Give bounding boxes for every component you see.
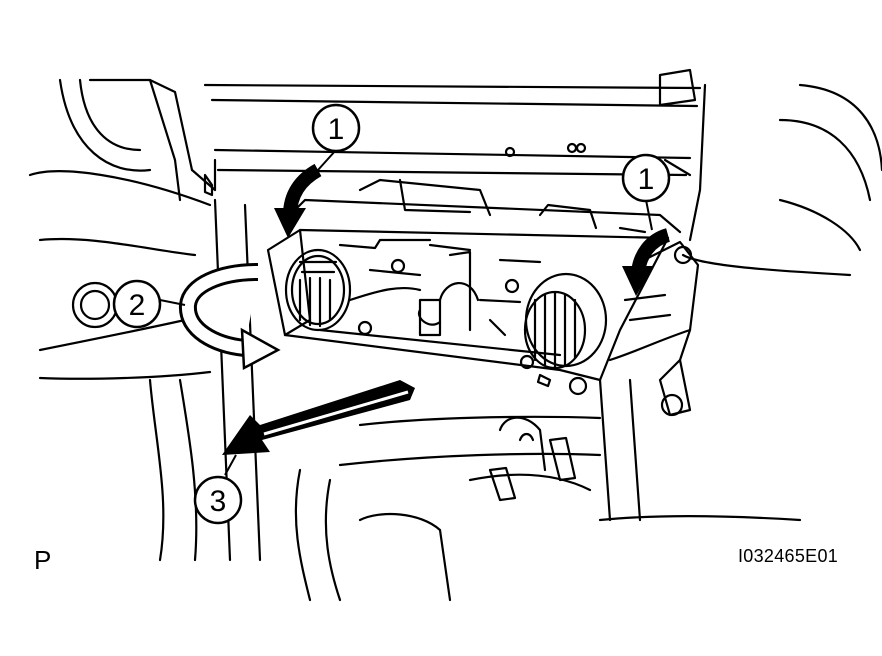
left-dash-panel	[28, 78, 217, 562]
callout-leaders	[159, 149, 653, 476]
console-frame	[203, 68, 802, 602]
callout-1-left: 1	[311, 103, 361, 153]
steering-wheel-edge	[778, 83, 882, 252]
callout-2: 2	[112, 279, 162, 329]
callout-number: 3	[210, 485, 227, 518]
left-temperature-knob	[284, 248, 352, 332]
callout-number: 1	[638, 163, 655, 196]
figure-id: I032465E01	[738, 546, 839, 566]
callout-number: 1	[328, 113, 345, 146]
callout-1-right: 1	[621, 153, 671, 203]
right-mode-knob	[523, 272, 608, 370]
clip-release-arrow-left	[274, 163, 322, 238]
rotate-arrow	[179, 263, 281, 371]
callout-3: 3	[193, 475, 243, 525]
callout-number: 2	[129, 289, 146, 322]
pull-out-arrow	[222, 380, 415, 455]
view-label: P	[34, 545, 52, 575]
clip-release-arrow-right	[622, 228, 671, 296]
right-bracket	[623, 240, 852, 417]
